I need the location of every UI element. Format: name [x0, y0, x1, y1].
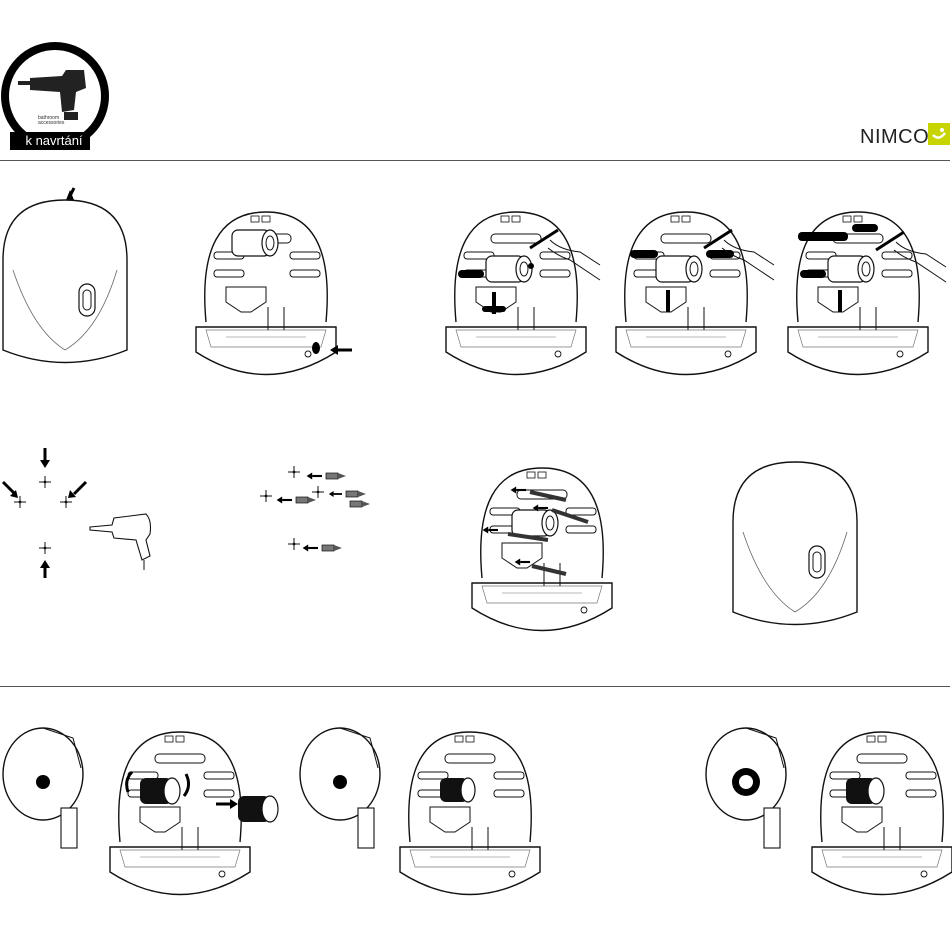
- step-roll-type-3: [705, 727, 952, 896]
- step-insert-plugs: [259, 465, 371, 553]
- drill-icon: [89, 513, 152, 570]
- tool-caption: bathroom accessories: [38, 116, 64, 126]
- divider-top: [0, 160, 950, 161]
- step-drill-points: [1, 448, 152, 578]
- tool-caption-line2: accessories: [38, 120, 65, 126]
- step-open-dispenser: [195, 211, 354, 376]
- tool-caption-line1: bathroom: [38, 115, 60, 121]
- divider-bottom: [0, 686, 950, 687]
- step-mark-holes-3: [787, 211, 948, 376]
- step-screw-dispenser: [471, 467, 613, 632]
- drill-icon: [1, 42, 109, 150]
- step-roll-type-1: [2, 727, 279, 896]
- nimco-logo-icon: [928, 123, 950, 145]
- step-mark-holes-2: [615, 211, 776, 376]
- step-roll-type-2: [299, 727, 541, 896]
- step-closed-dispenser: [2, 187, 128, 364]
- badge-label: k navrtání: [25, 133, 83, 148]
- brand-name: NIMCO: [860, 126, 930, 148]
- step-mark-holes-1: [445, 211, 602, 376]
- step-closed-result: [732, 461, 858, 626]
- drilling-badge: bathroom accessories k navrtání: [0, 40, 110, 152]
